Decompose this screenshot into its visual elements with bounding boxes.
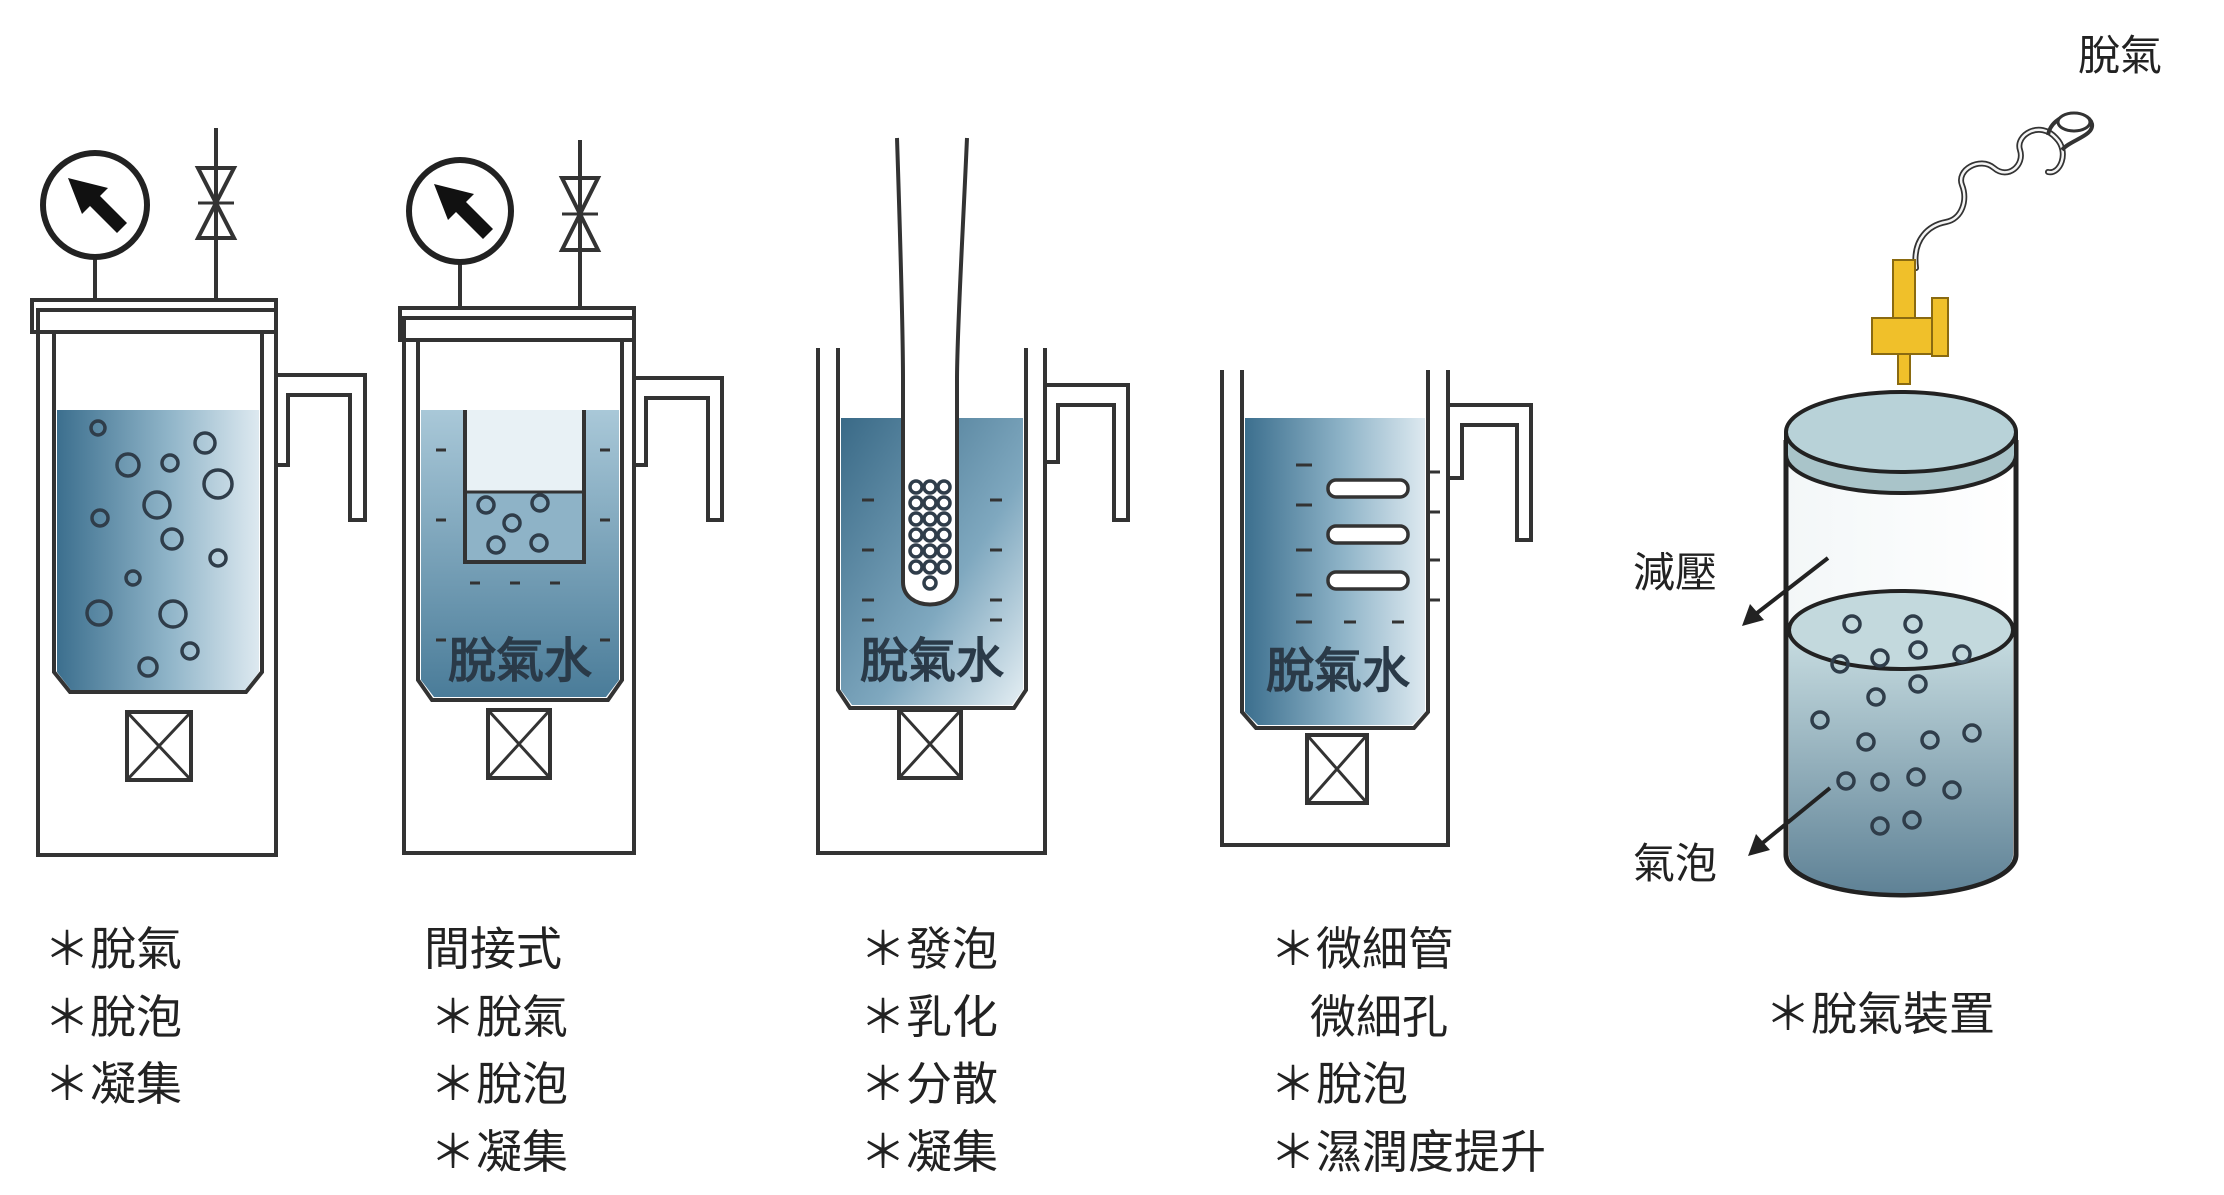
panel-2-lid [398,306,636,342]
caption-line: ＊脫泡 [1270,1057,1408,1111]
panel-2-motor [486,708,552,780]
panel-1-pressure-gauge [40,150,150,300]
caption-line: 微細孔 [1310,990,1448,1044]
panel-3-housing [816,348,1047,855]
panel-1-caption: ＊脫氣 ＊脫泡 ＊凝集 [44,922,182,1111]
panel-3-water-label: 脫氣水 [860,633,1005,689]
caption-line: ＊脫泡 [430,1057,568,1111]
panel-2-water-label: 脫氣水 [448,633,593,689]
bubble-arrow [1748,786,1832,856]
panel-2-inner-cup-liquid [467,492,582,560]
device-caption: ＊脫氣裝置 [1765,987,1995,1041]
panel-1-bubbles [85,419,234,678]
caption-line: ＊脫氣 [430,990,568,1044]
panel-2-bubbles [476,493,550,555]
panel-4-capillary-tubes [1326,478,1410,591]
panel-1-vacuum-mixer [30,128,367,857]
device-valve [1871,259,1949,385]
panel-2-indirect-mixer: 脫氣水 [398,140,724,855]
device-bubble-label: 氣泡 [1633,839,1717,888]
panel-1-water [57,410,259,690]
panel-3-rod-pores [908,479,952,591]
panel-3-motor [897,708,963,780]
panel-1-housing [36,308,278,857]
vacuum-hose [1914,128,2065,270]
panel-4-capillary-mixer: 脫氣水 [1220,370,1533,847]
caption-line: ＊脫泡 [44,990,182,1044]
caption-line: ＊脫氣 [44,922,182,976]
panel-3-level-ticks [862,498,1002,622]
panel-2-caption: 間接式 ＊脫氣 ＊脫泡 ＊凝集 [424,922,568,1179]
panel-3-porous-rod [895,137,969,607]
panel-4-water-label: 脫氣水 [1266,643,1411,699]
caption-line: 間接式 [424,922,562,976]
panel-3-caption: ＊發泡 ＊乳化 ＊分散 ＊凝集 [860,922,998,1179]
panel-1-valve [194,128,238,300]
panel-1-vessel [52,332,264,694]
panel-2-housing [402,316,636,855]
caption-line: ＊凝集 [860,1125,998,1179]
caption-line: ＊乳化 [860,990,998,1044]
hose-nozzle-icon [2056,111,2092,133]
device-bubbles [1810,614,1982,836]
panel-2-level-ticks [436,448,610,642]
panel-4-vessel [1240,370,1430,730]
panel-4-level-ticks [1296,463,1440,624]
caption-line: ＊微細管 [1270,922,1454,976]
panel-1-handle [276,373,367,522]
panel-4-caption: ＊微細管 微細孔 ＊脫泡 ＊濕潤度提升 [1270,922,1546,1179]
caption-line: ＊分散 [860,1057,998,1111]
panel-4-motor [1305,733,1369,805]
panel-4-housing [1220,370,1450,847]
panel-1-motor [125,710,193,782]
panel-2-handle [634,376,724,522]
panel-2-vessel [416,340,624,702]
panel-1-lid [30,298,278,334]
panel-2-pressure-gauge [406,157,514,308]
device-top-label: 脫氣 [2078,31,2162,80]
panel-3-foaming-mixer: 脫氣水 [816,137,1130,855]
pressure-arrow [1742,556,1830,626]
device-lid [1784,390,2018,474]
panel-3-handle [1045,383,1130,522]
degassing-device: 脫氣 減壓 氣泡 ＊脫氣裝置 [1633,31,2162,1041]
device-pressure-label: 減壓 [1633,548,1717,597]
caption-line: ＊濕潤度提升 [1270,1125,1546,1179]
caption-line: ＊凝集 [44,1057,182,1111]
panel-2-valve [558,140,602,308]
caption-line: ＊發泡 [860,922,998,976]
device-liquid [1789,630,2013,893]
device-liquid-surface [1787,589,2015,671]
caption-line: ＊凝集 [430,1125,568,1179]
panel-4-handle [1448,403,1533,542]
